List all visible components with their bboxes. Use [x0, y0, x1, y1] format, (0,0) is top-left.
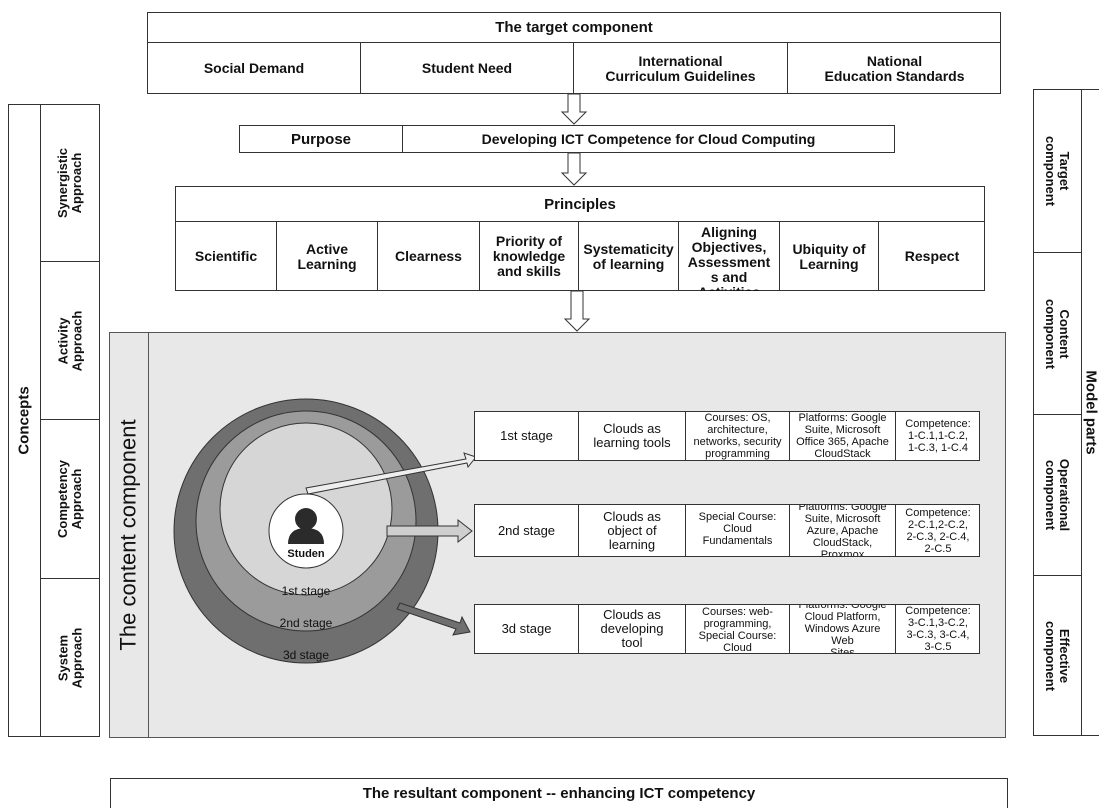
model-operational: Operational component: [1034, 415, 1081, 576]
concepts-label: Concepts: [16, 386, 33, 454]
stage-row-3-stage: 3d stage: [475, 605, 579, 653]
concept-competency-label: Competency Approach: [57, 460, 85, 538]
stage-row-1: 1st stage Clouds as learning tools Cours…: [474, 411, 980, 461]
model-target-label: Target component: [1044, 136, 1072, 206]
ring-label-3d: 3d stage: [283, 648, 329, 662]
model-parts-panel: Model parts Target component Content com…: [1033, 89, 1099, 736]
principle-aligning-objectives: Aligning Objectives, Assessment s and Ac…: [679, 222, 780, 291]
model-content-label: Content component: [1044, 298, 1072, 368]
principle-clearness: Clearness: [378, 222, 480, 291]
target-item-social-demand: Social Demand: [148, 43, 361, 94]
stage-row-1-role: Clouds as learning tools: [579, 412, 686, 460]
model-content: Content component: [1034, 253, 1081, 415]
target-item-student-need: Student Need: [361, 43, 574, 94]
target-component-title: The target component: [148, 13, 1000, 43]
model-parts-label-cell: Model parts: [1081, 90, 1099, 735]
stage-row-2: 2nd stage Clouds as object of learning S…: [474, 504, 980, 557]
concept-system-label: System Approach: [57, 628, 85, 689]
concepts-panel: Concepts Synergistic Approach Activity A…: [8, 104, 100, 737]
principles-title: Principles: [176, 187, 984, 222]
concept-synergistic-label: Synergistic Approach: [57, 148, 85, 218]
arrow-purpose-to-principles: [562, 153, 586, 185]
arrow-target-to-purpose: [562, 94, 586, 124]
principle-scientific: Scientific: [176, 222, 277, 291]
purpose-label: Purpose: [240, 126, 403, 152]
stage-row-2-courses: Special Course: Cloud Fundamentals: [686, 505, 790, 556]
principle-ubiquity: Ubiquity of Learning: [780, 222, 879, 291]
ring-label-2nd: 2nd stage: [280, 616, 333, 630]
ring-label-1st: 1st stage: [282, 584, 331, 598]
stage-row-1-platforms: Platforms: Google Suite, Microsoft Offic…: [790, 412, 896, 460]
stage-row-3-role: Clouds as developing tool: [579, 605, 686, 653]
principle-systematicity: Systematicity of learning: [579, 222, 679, 291]
model-operational-label: Operational component: [1044, 459, 1072, 531]
resultant-component: The resultant component -- enhancing ICT…: [110, 778, 1008, 808]
concept-system: System Approach: [41, 579, 100, 737]
model-effective-label: Effective component: [1044, 621, 1072, 691]
model-target: Target component: [1034, 90, 1081, 253]
target-component: The target component Social Demand Stude…: [147, 12, 1001, 94]
student-label: Studen: [287, 548, 325, 560]
purpose-text: Developing ICT Competence for Cloud Comp…: [403, 126, 894, 152]
target-item-international-guidelines: International Curriculum Guidelines: [574, 43, 788, 94]
concept-synergistic: Synergistic Approach: [41, 105, 100, 262]
arrow-to-3d-stage: [397, 603, 470, 635]
arrow-principles-to-content: [565, 291, 589, 331]
concept-activity: Activity Approach: [41, 262, 100, 420]
concept-activity-label: Activity Approach: [57, 310, 85, 371]
purpose-row: Purpose Developing ICT Competence for Cl…: [239, 125, 895, 153]
stage-row-3: 3d stage Clouds as developing tool Cours…: [474, 604, 980, 654]
model-parts-label: Model parts: [1083, 370, 1099, 454]
stage-row-1-stage: 1st stage: [475, 412, 579, 460]
target-item-national-standards: National Education Standards: [788, 43, 1001, 94]
stage-row-2-competence: Competence: 2-C.1,2-C.2, 2-C.3, 2-C.4, 2…: [896, 505, 980, 556]
stage-row-2-stage: 2nd stage: [475, 505, 579, 556]
stage-row-1-courses: Courses: OS, architecture, networks, sec…: [686, 412, 790, 460]
stage-row-1-competence: Competence: 1-C.1,1-C.2, 1-C.3, 1-C.4: [896, 412, 980, 460]
stage-row-2-platforms: Platforms: Google Suite, Microsoft Azure…: [790, 505, 896, 556]
stage-row-2-role: Clouds as object of learning: [579, 505, 686, 556]
stage-row-3-competence: Competence: 3-C.1,3-C.2, 3-C.3, 3-C.4, 3…: [896, 605, 980, 653]
stage-row-3-courses: Courses: web- programming, Special Cours…: [686, 605, 790, 653]
concepts-label-cell: Concepts: [9, 105, 41, 736]
principle-active-learning: Active Learning: [277, 222, 378, 291]
principle-respect: Respect: [879, 222, 985, 291]
model-effective: Effective component: [1034, 576, 1081, 736]
principle-priority-knowledge: Priority of knowledge and skills: [480, 222, 579, 291]
principles-block: Principles Scientific Active Learning Cl…: [175, 186, 985, 291]
concept-competency: Competency Approach: [41, 420, 100, 579]
stage-row-3-platforms: Platforms: Google Cloud Platform, Window…: [790, 605, 896, 653]
